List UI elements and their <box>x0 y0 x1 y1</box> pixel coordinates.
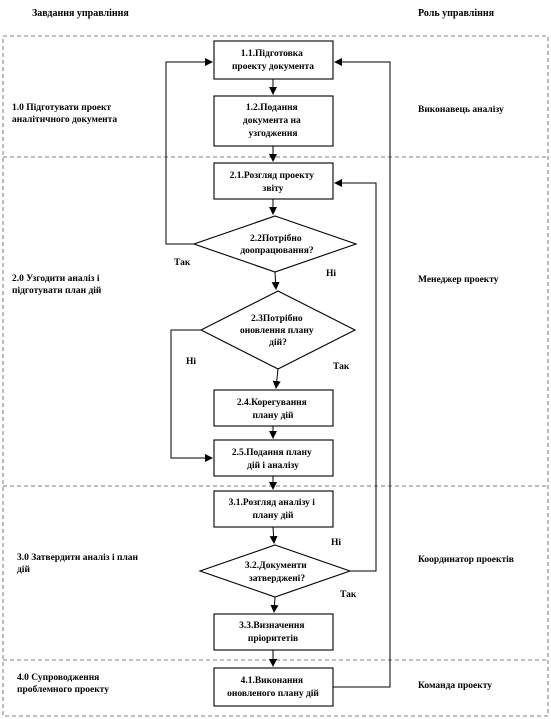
node-2-2-line-1: 2.2Потрібно <box>250 233 302 244</box>
node-2-3-line-2: оновлення плану <box>240 326 314 336</box>
node-text-1-2: 1.2.Подання документа на узгодження <box>243 103 303 139</box>
decision-diamond-2-2 <box>192 215 358 273</box>
swimlanes <box>2 35 549 717</box>
process-box-3-1 <box>213 490 334 528</box>
process-box-2-4 <box>213 389 334 427</box>
node-3-3-line-2: пріоритетів <box>248 633 298 644</box>
edge-2-2-yes-to-1-1 <box>165 58 213 245</box>
node-2-5-line-1: 2.5.Подання плану <box>232 448 312 458</box>
node-text-4-1: 4.1.Виконання оновленого плану дій <box>227 676 319 699</box>
node-1-2-line-1: 1.2.Подання <box>246 103 298 113</box>
process-box-4-1 <box>213 667 334 707</box>
node-text-2-4: 2.4.Корегування плану дій <box>237 398 309 421</box>
node-2-3-line-3: дій? <box>269 337 287 348</box>
node-3-2-line-2: затверджені? <box>249 573 305 584</box>
lane-3-task: 3.0 Затвердити аналіз і план дій <box>17 553 138 575</box>
node-2-4-line-1: 2.4.Корегування <box>237 398 307 408</box>
node-3-1-line-1: 3.1.Розгляд аналізу і <box>229 497 316 508</box>
node-3-1-line-2: плану дій <box>252 510 294 521</box>
node-1-1-line-2: проекту документа <box>232 62 314 72</box>
edge-3-1-to-3-2 <box>269 526 278 544</box>
edge-label-3-2-yes: Так <box>340 590 357 600</box>
node-text-2-1: 2.1.Розгляд проекту звіту <box>230 171 317 194</box>
process-box-1-2 <box>213 95 334 147</box>
node-text-2-3: 2.3Потрібно оновлення плану дій? <box>240 313 316 348</box>
edge-2-3-no-to-2-5 <box>170 329 213 462</box>
edge-3-2-yes-to-3-3 <box>270 596 279 613</box>
node-2-2-line-2: доопрацювання? <box>240 246 314 256</box>
edge-label-2-3-yes: Так <box>333 362 350 372</box>
lane-4-task: 4.0 Супроводження проблемного проекту <box>17 673 109 695</box>
node-2-3-line-1: 2.3Потрібно <box>251 313 303 324</box>
role-column-title: Роль управління <box>418 8 495 19</box>
lane-2-role: Менеджер проекту <box>418 275 499 285</box>
edge-label-2-2-yes: Так <box>174 258 191 268</box>
edge-label-3-2-no: Ні <box>331 537 341 548</box>
node-text-2-2: 2.2Потрібно доопрацювання? <box>240 233 314 256</box>
edge-2-3-yes-to-2-4 <box>272 368 281 389</box>
edge-label-2-3-no: Ні <box>186 356 196 367</box>
node-1-2-line-3: узгодження <box>249 129 298 139</box>
edge-2-2-no-to-2-3 <box>271 271 280 290</box>
node-4-1-line-2: оновленого плану дій <box>227 688 319 699</box>
node-2-5-line-2: дій і аналізу <box>247 460 299 471</box>
node-2-1-line-1: 2.1.Розгляд проекту <box>230 171 315 181</box>
lane-2-task: 2.0 Узгодити аналіз і підготувати план д… <box>12 274 102 296</box>
edge-label-2-2-no: Ні <box>326 268 336 279</box>
node-text-3-3: 3.3.Визначення пріоритетів <box>239 621 307 644</box>
node-4-1-line-1: 4.1.Виконання <box>241 676 303 686</box>
process-box-2-1 <box>213 162 334 200</box>
node-text-2-5: 2.5.Подання плану дій і аналізу <box>232 448 314 471</box>
node-3-3-line-1: 3.3.Визначення <box>239 621 304 631</box>
lane-1-task: 1.0 Підготувати проект аналітичного доку… <box>12 103 118 125</box>
lane-4-role: Команда проекту <box>418 681 493 691</box>
node-1-1-line-1: 1.1.Підготовка <box>241 48 303 59</box>
node-3-2-line-1: 3.2.Документи <box>245 561 307 571</box>
node-2-1-line-2: звіту <box>263 183 284 194</box>
edge-3-2-no-to-2-1 <box>334 179 377 572</box>
swimlane-frame <box>2 35 549 717</box>
node-1-2-line-2: документа на <box>243 116 301 126</box>
process-box-3-3 <box>213 613 334 651</box>
tasks-column-title: Завдання управління <box>32 8 129 19</box>
node-2-4-line-2: плану дій <box>252 410 294 421</box>
node-text-3-2: 3.2.Документи затверджені? <box>245 561 309 584</box>
node-text-1-1: 1.1.Підготовка проекту документа <box>232 48 314 72</box>
process-box-1-1 <box>213 40 334 80</box>
node-text-3-1: 3.1.Розгляд аналізу і плану дій <box>229 497 318 521</box>
lane-1-role: Виконавець аналізу <box>418 105 504 115</box>
decision-diamond-3-2 <box>198 544 352 598</box>
lane-3-role: Координатор проектів <box>418 555 514 565</box>
edge-4-1-to-1-1 <box>333 58 391 688</box>
